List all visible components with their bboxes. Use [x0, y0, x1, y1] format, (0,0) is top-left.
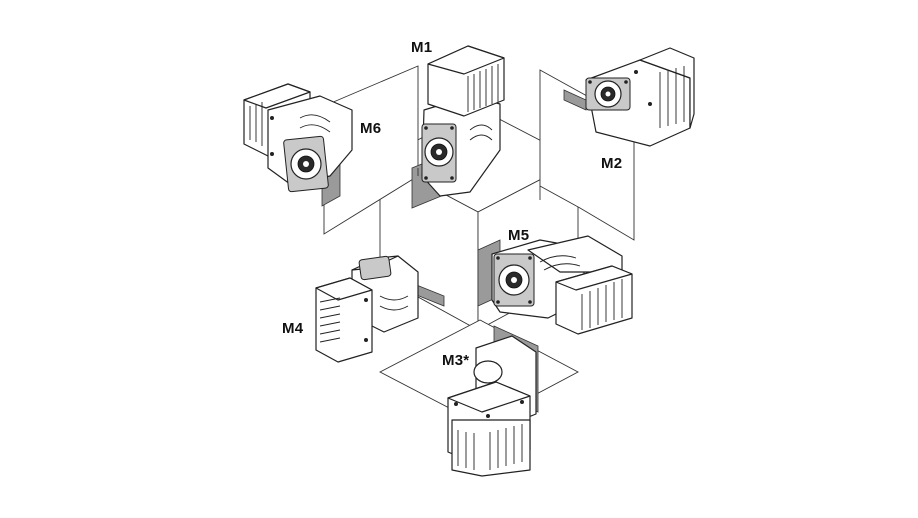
gearmotor-m3: [447, 325, 539, 477]
label-m4: M4: [282, 320, 304, 337]
gearmotor-m5: [477, 235, 633, 335]
connector-lines: [417, 168, 541, 200]
label-m5: M5: [508, 227, 530, 244]
label-m3: M3*: [442, 352, 470, 369]
label-m1: M1: [411, 39, 433, 56]
gearmotor-m6: [243, 83, 353, 207]
gearmotor-m4: [315, 255, 445, 363]
gearmotor-m2: [563, 47, 695, 147]
label-m2: M2: [601, 155, 623, 172]
gearmotor-m1: [411, 45, 505, 209]
label-m6: M6: [360, 120, 382, 137]
